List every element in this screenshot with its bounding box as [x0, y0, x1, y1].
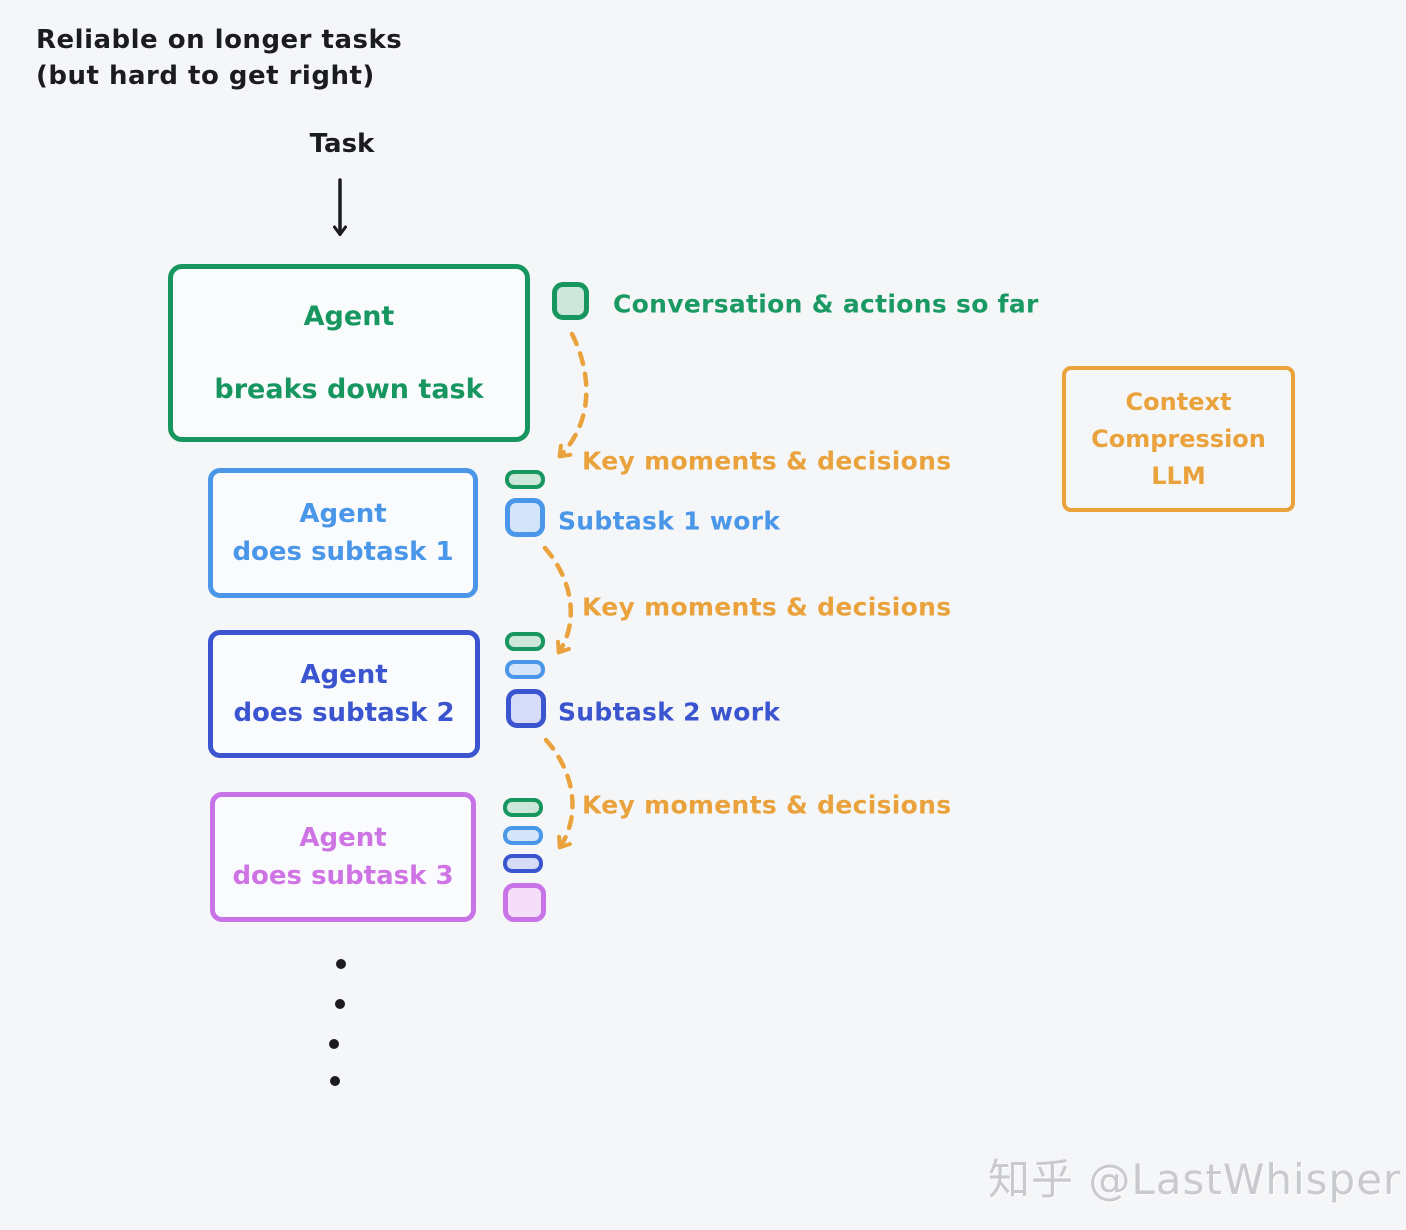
agent-subtask2-subtitle: does subtask 2: [233, 698, 455, 728]
agent-subtask1-title: Agent: [299, 499, 387, 529]
agent-breakdown-subtitle: breaks down task: [214, 374, 484, 405]
agent-subtask1-box: Agent does subtask 1: [208, 468, 478, 598]
agent-subtask1-subtitle: does subtask 1: [232, 537, 454, 567]
compression-arrow-1: [557, 331, 589, 459]
context-box-line1: Context: [1125, 388, 1232, 416]
compressed-green-chip-3: [503, 798, 543, 817]
compressed-dblue-chip-1: [503, 854, 543, 873]
compression-arrow-2: [542, 545, 573, 655]
continuation-dot-4: [330, 1076, 340, 1086]
diagram-title-line2: (but hard to get right): [36, 61, 375, 91]
key-moments-label-1: Key moments & decisions: [582, 446, 952, 476]
agent-breakdown-title: Agent: [303, 301, 395, 332]
context-box-line2: Compression: [1091, 425, 1266, 453]
conversation-label: Conversation & actions so far: [613, 289, 1039, 319]
compressed-blue-chip-2: [503, 826, 543, 845]
compression-arrow-3: [543, 737, 575, 850]
subtask1-work-label: Subtask 1 work: [558, 506, 781, 536]
subtask2-work-icon: [506, 689, 546, 728]
compressed-green-chip-2: [505, 632, 545, 651]
context-box-line3: LLM: [1151, 462, 1206, 490]
agent-subtask3-subtitle: does subtask 3: [232, 861, 454, 891]
continuation-dot-3: [329, 1039, 339, 1049]
agent-subtask2-box: Agent does subtask 2: [208, 630, 480, 758]
subtask3-work-icon: [503, 883, 546, 922]
compressed-green-chip-1: [505, 470, 545, 489]
continuation-dot-2: [335, 999, 345, 1009]
subtask2-work-label: Subtask 2 work: [558, 697, 781, 727]
continuation-dot-1: [336, 959, 346, 969]
diagram-title-line1: Reliable on longer tasks: [36, 25, 403, 55]
agent-breakdown-box: Agent breaks down task: [168, 264, 530, 442]
watermark: 知乎 @LastWhisper: [988, 1155, 1402, 1204]
agent-subtask3-box: Agent does subtask 3: [210, 792, 476, 922]
agent-subtask2-title: Agent: [300, 660, 388, 690]
subtask1-work-icon: [505, 498, 545, 537]
key-moments-label-3: Key moments & decisions: [582, 790, 952, 820]
conversation-context-icon: [552, 282, 589, 320]
compressed-blue-chip-1: [505, 660, 545, 679]
task-label: Task: [309, 129, 375, 159]
context-compression-llm-box: Context Compression LLM: [1062, 366, 1295, 512]
diagram-title: Reliable on longer tasks (but hard to ge…: [36, 22, 402, 94]
agent-subtask3-title: Agent: [299, 823, 387, 853]
key-moments-label-2: Key moments & decisions: [582, 592, 952, 622]
